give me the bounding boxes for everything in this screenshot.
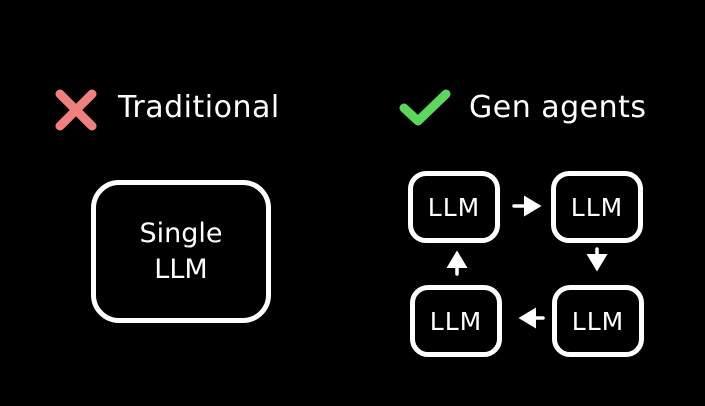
single-llm-line2: LLM: [154, 253, 208, 285]
single-llm-box: Single LLM: [91, 180, 271, 323]
llm-node-label: LLM: [570, 192, 624, 222]
single-llm-line1: Single: [139, 217, 223, 249]
llm-node-bottom-right: LLM: [552, 285, 644, 357]
cross-icon: [55, 89, 97, 131]
llm-node-label: LLM: [429, 306, 483, 336]
llm-node-top-left: LLM: [408, 171, 500, 243]
llm-node-bottom-left: LLM: [410, 285, 502, 357]
llm-node-label: LLM: [571, 306, 625, 336]
traditional-heading: Traditional: [118, 90, 280, 125]
gen-agents-heading: Gen agents: [469, 90, 647, 125]
llm-node-label: LLM: [427, 192, 481, 222]
llm-node-top-right: LLM: [551, 171, 643, 243]
check-icon: [399, 89, 451, 126]
